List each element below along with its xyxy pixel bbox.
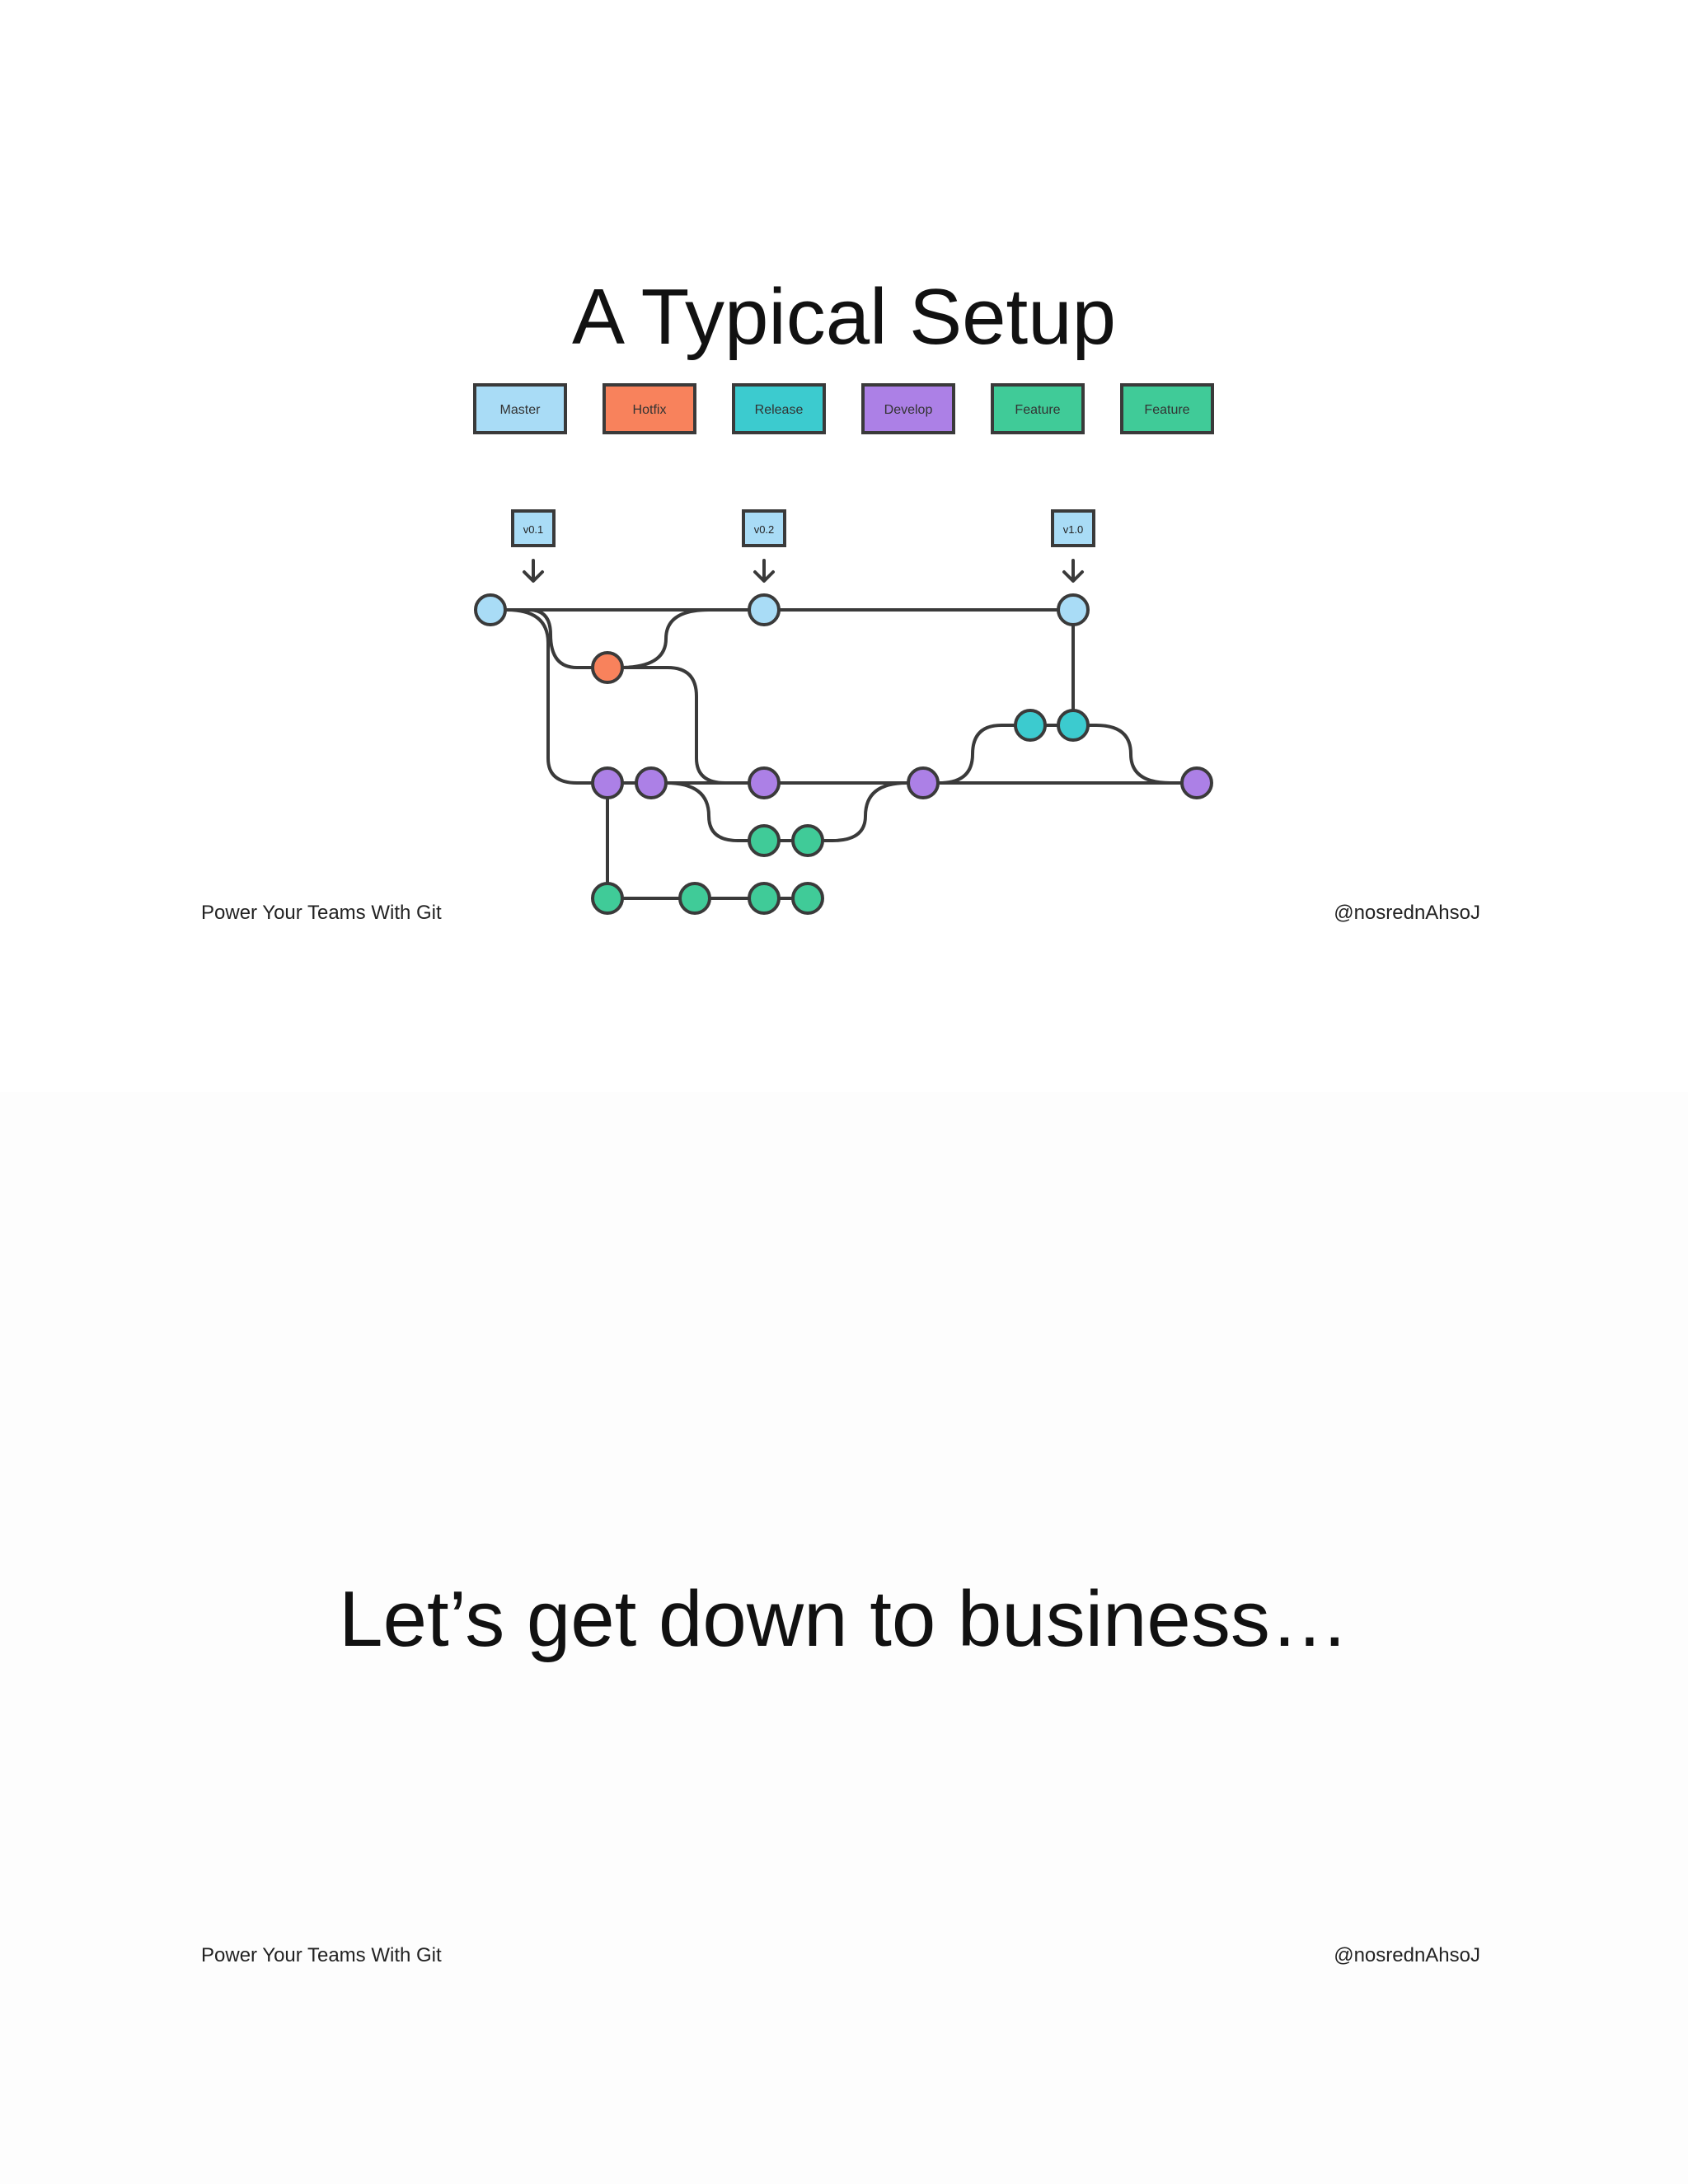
release-line xyxy=(938,724,1172,785)
hotfix-branch-line xyxy=(528,608,607,669)
git-flow-diagram: Master Hotfix Release Develop Feature Fe… xyxy=(473,383,1214,915)
commit-feature xyxy=(791,882,824,915)
commits xyxy=(474,593,1213,915)
footer-right-text: @nosrednAhsoJ xyxy=(1334,902,1480,924)
legend-feature-1: Feature xyxy=(991,383,1085,434)
commit-feature xyxy=(678,882,711,915)
slide-business: Let’s get down to business… Power Your T… xyxy=(0,1092,1688,2184)
commit-feature xyxy=(791,824,824,857)
feature-1-line xyxy=(664,781,908,842)
commit-master xyxy=(748,593,781,626)
commit-feature xyxy=(748,882,781,915)
footer-right-text: @nosrednAhsoJ xyxy=(1334,1944,1480,1966)
legend-feature-2-label: Feature xyxy=(1144,403,1189,417)
branch-lines xyxy=(489,608,1196,900)
commit-master xyxy=(474,593,507,626)
legend-release-label: Release xyxy=(755,403,804,417)
commit-hotfix xyxy=(591,651,624,684)
legend-release: Release xyxy=(732,383,826,434)
legend: Master Hotfix Release Develop Feature Fe… xyxy=(473,383,1214,434)
version-tags: v0.1 v0.2 v1.0 xyxy=(511,509,1095,583)
legend-feature-1-label: Feature xyxy=(1015,403,1060,417)
legend-master: Master xyxy=(473,383,567,434)
legend-develop: Develop xyxy=(861,383,955,434)
legend-hotfix: Hotfix xyxy=(603,383,696,434)
commit-develop xyxy=(907,766,940,799)
hotfix-to-master-line xyxy=(618,608,710,669)
tag-v0-1: v0.1 xyxy=(511,509,556,583)
slide-typical-setup: A Typical Setup Master Hotfix Release De… xyxy=(201,273,1480,924)
slide-title: A Typical Setup xyxy=(572,273,1116,361)
legend-master-label: Master xyxy=(500,403,542,417)
commit-master xyxy=(1057,593,1090,626)
tag-v0-2-label: v0.2 xyxy=(754,523,775,536)
commit-feature xyxy=(748,824,781,857)
commit-develop xyxy=(591,766,624,799)
commit-develop xyxy=(635,766,668,799)
hotfix-to-develop-line xyxy=(618,666,727,785)
legend-develop-label: Develop xyxy=(884,403,933,417)
commit-develop xyxy=(1180,766,1213,799)
commit-release xyxy=(1014,709,1047,742)
tag-v0-1-label: v0.1 xyxy=(523,523,544,536)
legend-feature-2: Feature xyxy=(1120,383,1214,434)
arrow-down-icon xyxy=(753,559,775,583)
develop-line xyxy=(505,608,1196,785)
commit-feature xyxy=(591,882,624,915)
legend-hotfix-label: Hotfix xyxy=(633,403,667,417)
arrow-down-icon xyxy=(523,559,544,583)
tag-v1-0: v1.0 xyxy=(1051,509,1095,583)
commit-release xyxy=(1057,709,1090,742)
arrow-down-icon xyxy=(1062,559,1084,583)
tag-v1-0-label: v1.0 xyxy=(1063,523,1084,536)
footer-left-text: Power Your Teams With Git xyxy=(201,902,442,924)
tag-v0-2: v0.2 xyxy=(742,509,786,583)
footer-left-text: Power Your Teams With Git xyxy=(201,1944,442,1966)
commit-develop xyxy=(748,766,781,799)
slide-title: Let’s get down to business… xyxy=(339,1575,1349,1663)
